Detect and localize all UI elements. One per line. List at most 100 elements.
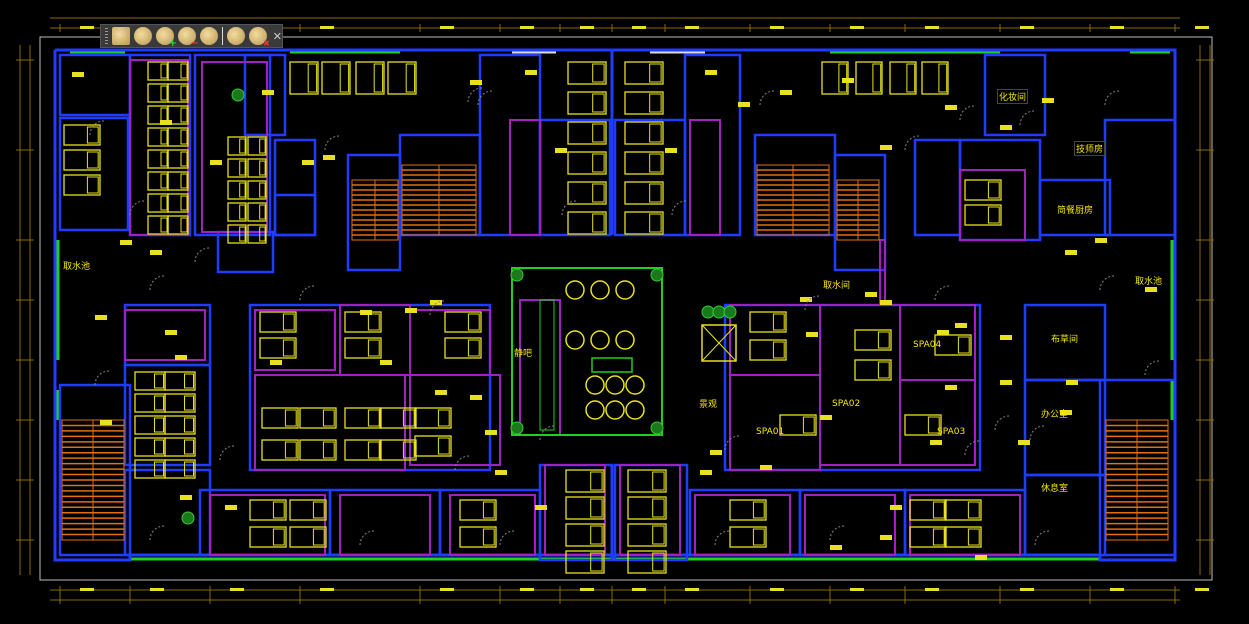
annotation-tag bbox=[1145, 287, 1157, 292]
bed-pillow bbox=[184, 461, 194, 477]
massage-bed bbox=[624, 61, 664, 85]
massage-bed bbox=[164, 437, 196, 457]
bed-pillow bbox=[649, 153, 662, 173]
door-swing bbox=[561, 200, 577, 216]
door-swing bbox=[149, 275, 165, 291]
bed-pillow bbox=[160, 129, 168, 145]
planter bbox=[591, 357, 633, 373]
bed-pillow bbox=[239, 226, 246, 242]
bed-pillow bbox=[239, 182, 246, 198]
massage-bed bbox=[247, 180, 267, 200]
door-swing bbox=[1099, 275, 1115, 291]
annotation-tag bbox=[820, 415, 832, 420]
massage-bed bbox=[249, 526, 287, 548]
dimension-text-mark bbox=[580, 26, 594, 29]
bed-pillow bbox=[592, 93, 605, 113]
annotation-tag bbox=[470, 80, 482, 85]
partition-wall bbox=[879, 239, 886, 306]
annotation-tag bbox=[535, 505, 547, 510]
partition-wall bbox=[209, 494, 326, 556]
bed-pillow bbox=[259, 160, 266, 176]
plant-icon bbox=[650, 268, 664, 282]
minus-icon: − bbox=[190, 38, 199, 49]
toolbar-close-icon[interactable]: ✕ bbox=[272, 29, 282, 43]
massage-bed bbox=[934, 334, 972, 356]
massage-bed bbox=[164, 393, 196, 413]
bed-pillow bbox=[86, 176, 99, 194]
plant-icon bbox=[712, 305, 726, 319]
massage-bed bbox=[749, 339, 787, 361]
massage-bed bbox=[444, 337, 482, 359]
room-wall bbox=[798, 488, 907, 557]
room-wall bbox=[1023, 378, 1107, 477]
bed-pillow bbox=[322, 409, 335, 427]
bed-pillow bbox=[160, 107, 168, 123]
annotation-tag bbox=[360, 310, 372, 315]
dimension-text-mark bbox=[80, 26, 94, 29]
lounge-table bbox=[615, 330, 635, 350]
bed-pillow bbox=[259, 204, 266, 220]
massage-bed bbox=[567, 121, 607, 145]
annotation-tag bbox=[495, 470, 507, 475]
annotation-tag bbox=[890, 505, 902, 510]
bed-pillow bbox=[259, 226, 266, 242]
dimension-text-mark bbox=[520, 26, 534, 29]
dimension-text-mark bbox=[925, 26, 939, 29]
partition-wall bbox=[899, 379, 976, 466]
sphere-delete-icon[interactable]: ✖ bbox=[248, 27, 270, 48]
bed-pillow bbox=[160, 85, 168, 101]
annotation-tag bbox=[1066, 380, 1078, 385]
elevator-cross bbox=[701, 324, 737, 362]
bed-pillow bbox=[802, 416, 815, 434]
plant-icon bbox=[181, 511, 195, 525]
bed-pillow bbox=[282, 339, 295, 357]
bed-pillow bbox=[160, 217, 168, 233]
toolbar-grip[interactable] bbox=[105, 28, 108, 44]
sphere-slice-icon[interactable] bbox=[199, 27, 218, 45]
bed-pillow bbox=[239, 204, 246, 220]
bed-pillow bbox=[482, 528, 495, 546]
massage-bed bbox=[567, 211, 607, 235]
bed-pillow bbox=[938, 63, 948, 93]
viewcube-icon[interactable] bbox=[112, 27, 130, 45]
annotation-tag bbox=[380, 360, 392, 365]
annotation-tag bbox=[525, 70, 537, 75]
plus-icon: + bbox=[168, 38, 177, 49]
annotation-tag bbox=[865, 292, 877, 297]
bed-pillow bbox=[86, 126, 99, 144]
bed-pillow bbox=[590, 498, 603, 518]
massage-bed bbox=[921, 61, 949, 95]
lounge-table bbox=[590, 280, 610, 300]
door-swing bbox=[89, 120, 105, 136]
partition-wall bbox=[201, 61, 268, 233]
annotation-tag bbox=[665, 148, 677, 153]
plant-icon bbox=[701, 305, 715, 319]
dimension-text-mark bbox=[440, 26, 454, 29]
dimension-text-mark bbox=[1110, 588, 1124, 591]
sphere-add-icon[interactable]: + bbox=[155, 27, 177, 49]
annotation-tag bbox=[100, 420, 112, 425]
massage-bed bbox=[387, 61, 417, 95]
bed-pillow bbox=[367, 441, 380, 459]
sphere-remove-icon[interactable]: − bbox=[177, 27, 199, 49]
bed-pillow bbox=[467, 313, 480, 331]
bed-pillow bbox=[592, 123, 605, 143]
sphere-icon[interactable] bbox=[133, 27, 152, 45]
massage-bed bbox=[164, 371, 196, 391]
bed-pillow bbox=[927, 416, 940, 434]
massage-bed bbox=[167, 83, 189, 103]
partition-wall bbox=[409, 309, 491, 376]
room-label-landscape: 景观 bbox=[699, 400, 718, 410]
massage-bed bbox=[147, 171, 169, 191]
bed-pillow bbox=[239, 138, 246, 154]
massage-bed bbox=[227, 136, 247, 156]
partition-wall bbox=[909, 494, 1021, 556]
massage-bed bbox=[344, 439, 382, 461]
massage-bed bbox=[779, 414, 817, 436]
annotation-tag bbox=[1000, 380, 1012, 385]
half-sphere-icon[interactable] bbox=[226, 27, 245, 45]
massage-bed bbox=[344, 407, 382, 429]
massage-bed bbox=[854, 359, 892, 381]
bed-pillow bbox=[180, 129, 188, 145]
